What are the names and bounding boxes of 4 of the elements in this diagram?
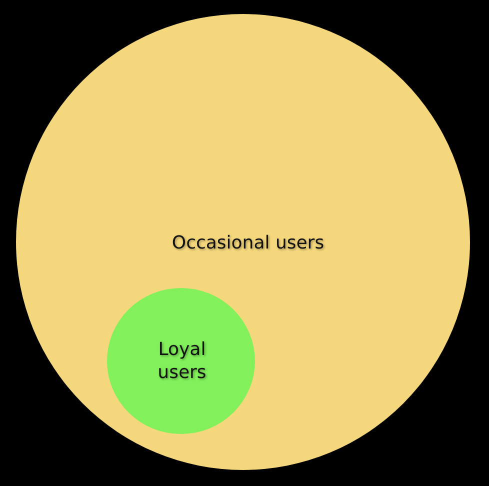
circle-label: Occasional users: [170, 232, 326, 254]
set-circle: [16, 14, 470, 470]
subset-circle: [107, 288, 255, 434]
circle-label: Loyal users: [156, 338, 208, 384]
